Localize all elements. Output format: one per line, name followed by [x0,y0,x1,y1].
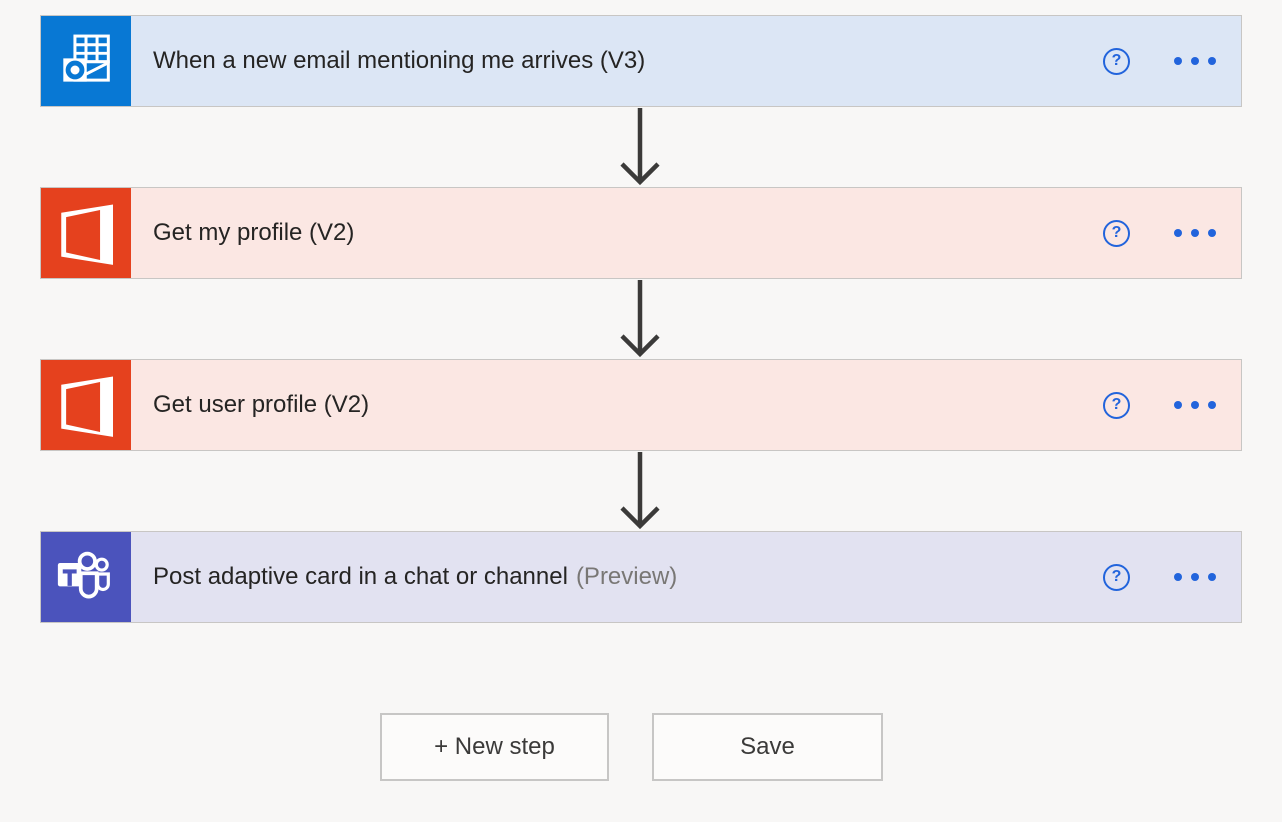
ellipsis-menu-icon[interactable] [1174,567,1216,587]
help-icon[interactable]: ? [1103,563,1130,591]
office365-connector-tile [41,360,131,450]
flow-connector-arrow [618,280,662,358]
new-step-button[interactable]: + New step [380,713,609,781]
outlook-connector-tile [41,16,131,106]
down-arrow-icon [620,280,660,358]
help-glyph: ? [1111,567,1122,585]
step-card-post-adaptive-card[interactable]: Post adaptive card in a chat or channel … [40,531,1242,623]
office365-icon [61,376,113,437]
card-controls: ? [1103,563,1241,591]
step-title-text: Post adaptive card in a chat or channel [153,563,568,590]
step-title-text: Get user profile (V2) [153,391,370,418]
step-card-get-user-profile[interactable]: Get user profile (V2) ? [40,359,1242,451]
step-title-text: When a new email mentioning me arrives (… [153,47,646,74]
ellipsis-menu-icon[interactable] [1174,395,1216,415]
help-glyph: ? [1111,395,1122,413]
save-button[interactable]: Save [652,713,883,781]
office365-connector-tile [41,188,131,278]
step-title: Post adaptive card in a chat or channel … [153,563,677,591]
office365-icon [61,204,113,265]
outlook-icon [63,34,110,82]
help-glyph: ? [1111,51,1122,69]
help-glyph: ? [1111,223,1122,241]
teams-connector-tile [41,532,131,622]
help-icon[interactable]: ? [1103,391,1130,419]
step-title: Get my profile (V2) [153,219,362,247]
ellipsis-menu-icon[interactable] [1174,51,1216,71]
step-preview-badge: (Preview) [575,563,678,590]
ellipsis-menu-icon[interactable] [1174,223,1216,243]
step-card-when-new-email-arrives[interactable]: When a new email mentioning me arrives (… [40,15,1242,107]
card-controls: ? [1103,391,1241,419]
step-card-get-my-profile[interactable]: Get my profile (V2) ? [40,187,1242,279]
step-title: Get user profile (V2) [153,391,377,419]
down-arrow-icon [620,452,660,530]
down-arrow-icon [620,108,660,186]
teams-icon [57,551,110,599]
flow-connector-arrow [618,452,662,530]
step-title-text: Get my profile (V2) [153,219,355,246]
step-title: When a new email mentioning me arrives (… [153,47,653,75]
card-controls: ? [1103,219,1241,247]
flow-connector-arrow [618,108,662,186]
card-controls: ? [1103,47,1241,75]
help-icon[interactable]: ? [1103,47,1130,75]
help-icon[interactable]: ? [1103,219,1130,247]
